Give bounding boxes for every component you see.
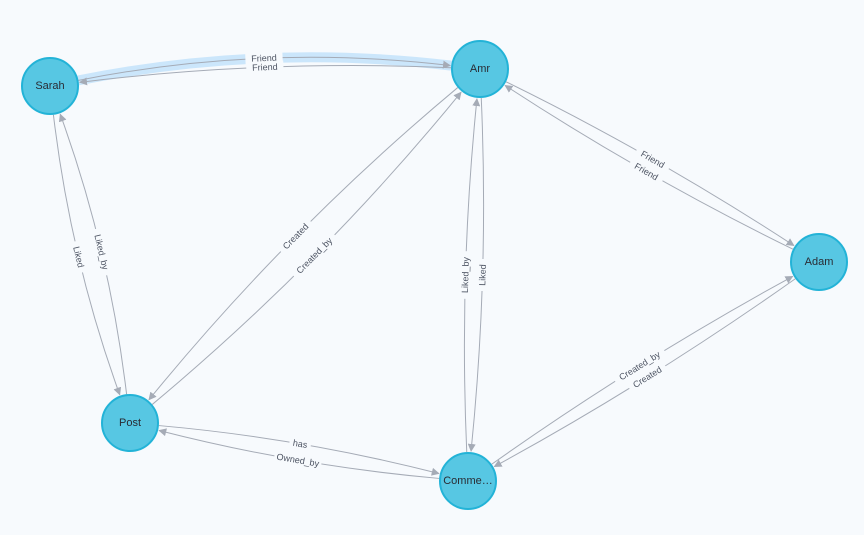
edge-label-background — [69, 240, 89, 274]
edge-line[interactable] — [148, 87, 459, 401]
edge-created-by[interactable]: Created_by — [491, 275, 794, 465]
node-amr[interactable]: Amr — [451, 40, 509, 98]
edge-liked-by[interactable]: Liked_by — [58, 113, 128, 395]
edge-label-background — [633, 144, 672, 174]
edge-liked[interactable]: Liked — [467, 97, 490, 452]
edge-label-background — [288, 436, 312, 452]
node-post[interactable]: Post — [101, 394, 159, 452]
node-circle[interactable] — [790, 233, 848, 291]
edge-label-background — [611, 345, 668, 387]
edge-label-group: Created — [276, 217, 315, 256]
edge-label: Friend — [251, 53, 277, 64]
edge-label-group: Liked_by — [90, 227, 113, 277]
edge-label: Liked_by — [460, 256, 471, 293]
edge-label: has — [292, 438, 308, 450]
edge-line[interactable] — [52, 114, 122, 396]
edge-label: Liked_by — [92, 233, 110, 271]
edge-label-background — [627, 157, 666, 187]
nodes-layer: Sarah AmrAdamPostComme… — [21, 40, 848, 510]
edge-label-background — [458, 251, 473, 299]
edge-label-background — [276, 217, 315, 256]
node-comment[interactable]: Comme… — [439, 452, 497, 510]
edge-label: Liked — [477, 264, 488, 286]
edge-label-group: Liked — [69, 240, 89, 274]
edge-label-group: Liked_by — [458, 251, 473, 299]
node-circle[interactable] — [21, 57, 79, 115]
edge-liked[interactable]: Liked — [52, 114, 122, 396]
edge-has[interactable]: has — [158, 425, 440, 476]
edge-label: Friend — [252, 62, 278, 73]
edge-label: Liked — [71, 245, 86, 268]
edge-label-group: has — [288, 436, 312, 452]
edge-liked-by[interactable]: Liked_by — [458, 98, 481, 453]
edge-friend[interactable]: Friend — [504, 84, 794, 250]
edge-label-group: Owned_by — [273, 450, 323, 471]
edge-label-background — [476, 258, 490, 292]
edge-friend[interactable]: Friend — [505, 81, 795, 247]
edge-label-background — [246, 60, 284, 74]
node-adam[interactable]: Adam — [790, 233, 848, 291]
edge-line[interactable] — [151, 91, 462, 405]
edge-created-by[interactable]: Created_by — [151, 91, 462, 405]
edge-label-background — [90, 227, 113, 277]
node-circle[interactable] — [439, 452, 497, 510]
edge-created[interactable]: Created — [148, 87, 459, 401]
node-circle[interactable] — [451, 40, 509, 98]
edge-line[interactable] — [58, 113, 128, 395]
edge-label: Created_by — [294, 235, 334, 275]
edge-friend[interactable]: Friend — [73, 51, 456, 86]
edge-label-background — [273, 450, 323, 471]
edge-label-background — [289, 230, 340, 281]
edge-created[interactable]: Created — [493, 278, 796, 468]
edge-label: Created — [281, 221, 311, 251]
edge-label-group: Friend — [246, 60, 284, 74]
edge-label-background — [626, 360, 669, 394]
node-circle[interactable] — [101, 394, 159, 452]
edge-label-group: Liked — [476, 258, 490, 292]
edge-friend[interactable]: Friend — [78, 60, 452, 86]
node-sarah[interactable]: Sarah — [21, 57, 79, 115]
